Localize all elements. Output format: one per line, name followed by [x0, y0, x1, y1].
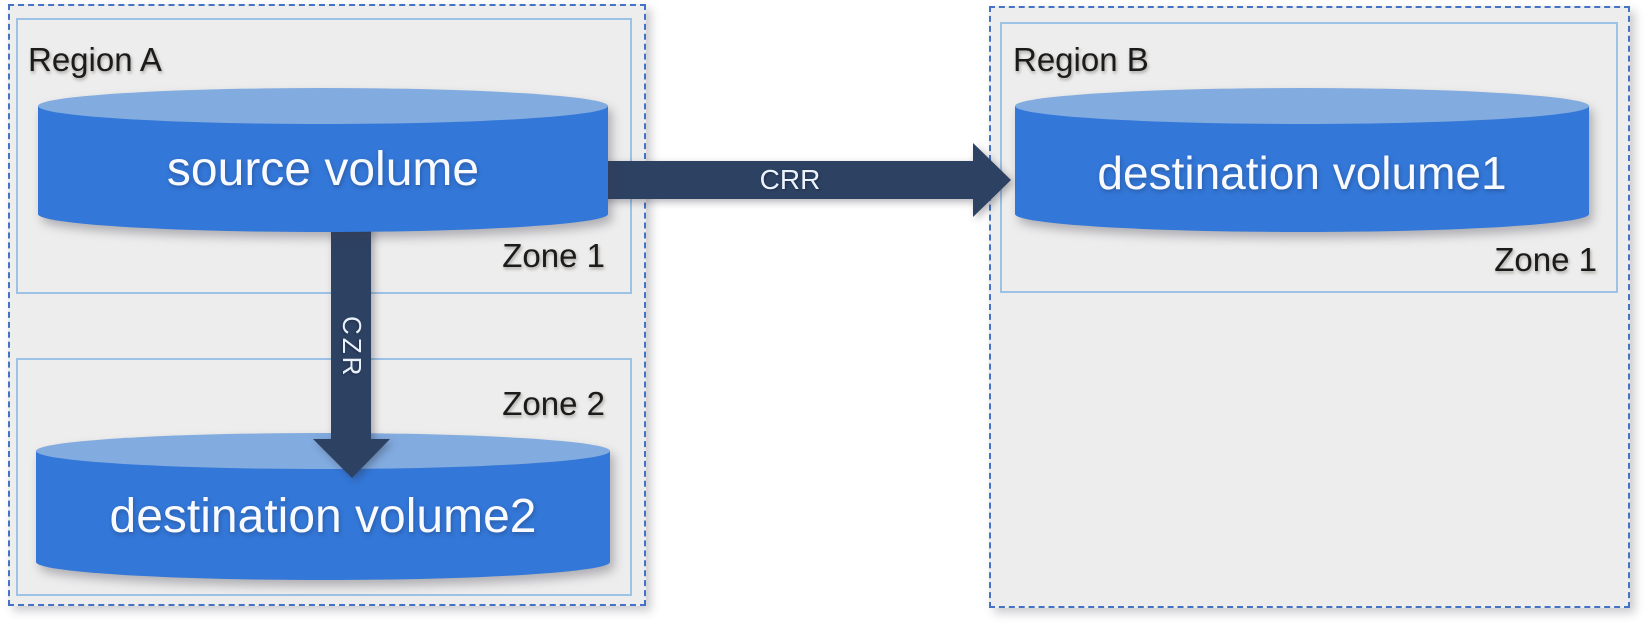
region-a-label: Region A [28, 41, 162, 78]
crr-arrow-label: CRR [759, 164, 821, 195]
source-volume-label: source volume [166, 143, 480, 196]
czr-arrow-label: CZR [337, 316, 367, 379]
destination-volume2-label: destination volume2 [109, 490, 537, 543]
region-a-zone1-label: Zone 1 [502, 237, 605, 274]
region-a-zone2-label: Zone 2 [502, 385, 605, 422]
destination-volume1-label: destination volume1 [1097, 147, 1507, 199]
region-b-zone1-label: Zone 1 [1494, 241, 1597, 278]
region-b-label: Region B [1013, 41, 1149, 78]
